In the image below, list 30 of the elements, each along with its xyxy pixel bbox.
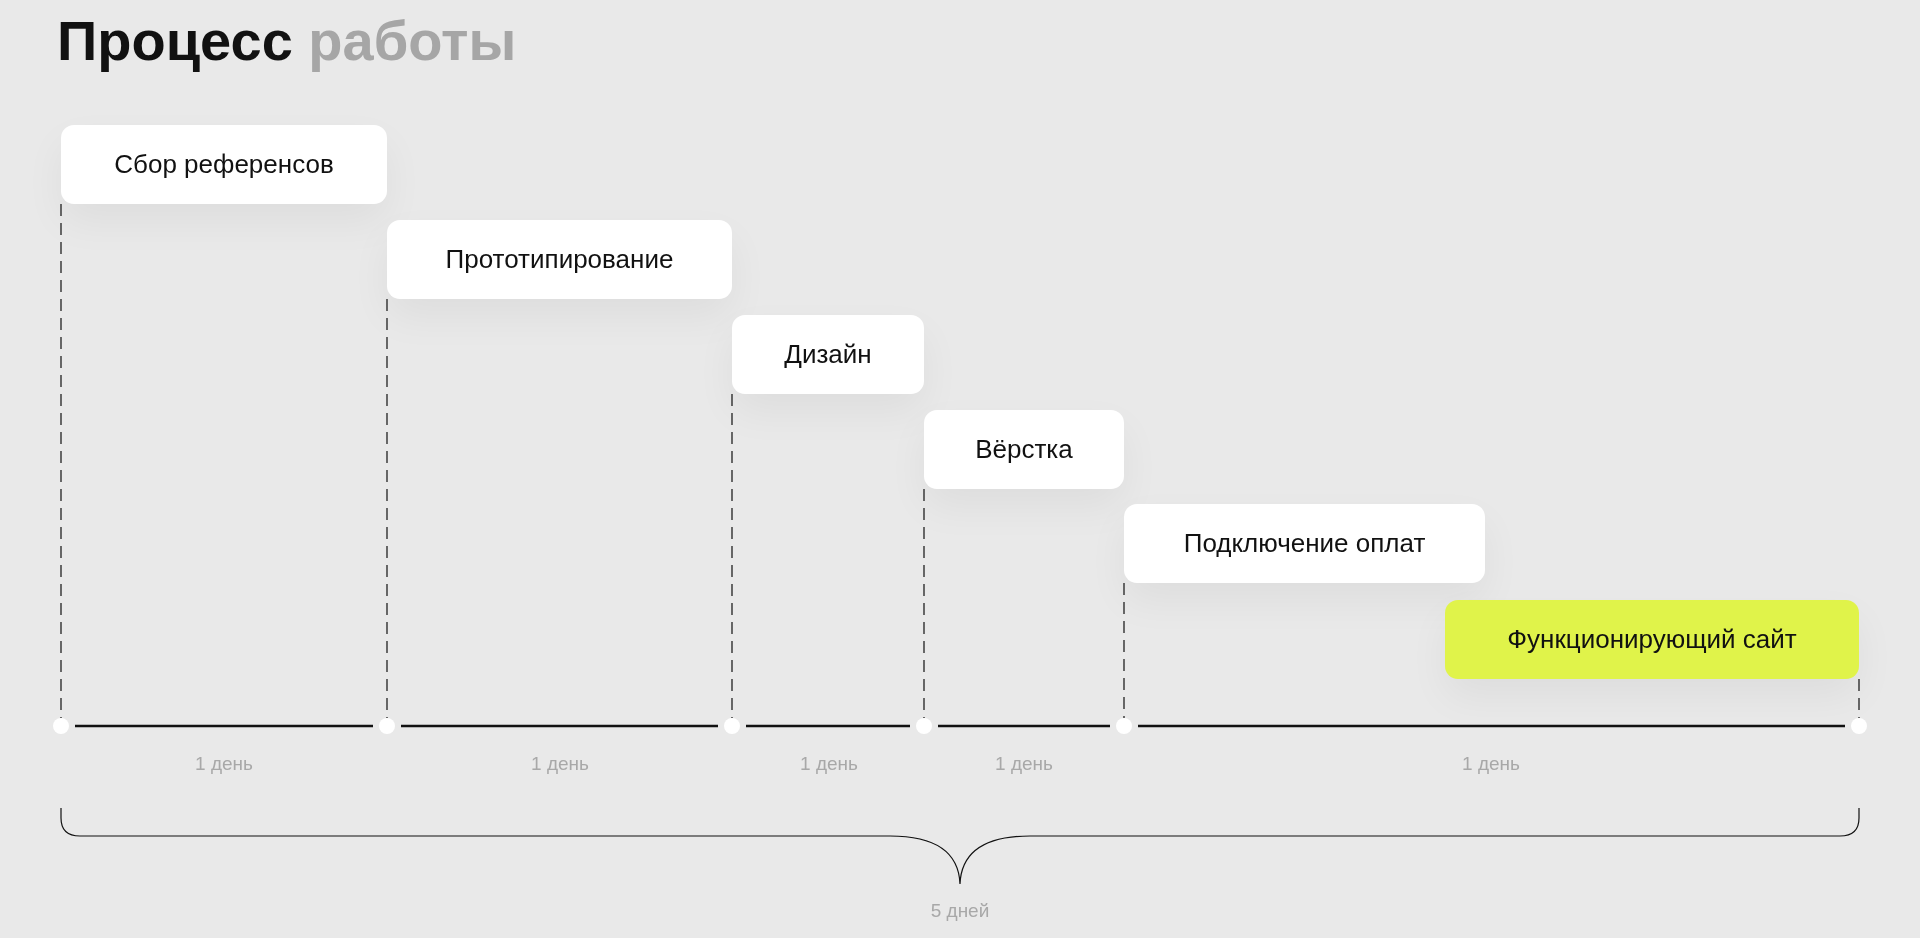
total-duration-label: 5 дней [930,900,990,922]
timeline-dot [916,718,932,734]
timeline-segment [75,724,373,728]
timeline-segment [1138,724,1845,728]
duration-label: 1 день [531,753,589,775]
timeline-segment [746,724,910,728]
duration-label: 1 день [195,753,253,775]
stage-box: Вёрстка [924,410,1124,489]
dashed-guide-line [1858,678,1860,719]
dashed-guide-line [1123,582,1125,719]
dashed-guide-line [923,488,925,719]
duration-label: 1 день [800,753,858,775]
timeline-dot [724,718,740,734]
result-box: Функционирующий сайт [1445,600,1859,679]
stage-box: Сбор референсов [61,125,387,204]
timeline-dot [1116,718,1132,734]
stage-box: Прототипирование [387,220,732,299]
duration-label: 1 день [995,753,1053,775]
timeline-dot [1851,718,1867,734]
timeline-segment [401,724,718,728]
dashed-guide-line [60,203,62,719]
duration-label: 1 день [1462,753,1520,775]
dashed-guide-line [386,298,388,719]
stage-box: Подключение оплат [1124,504,1485,583]
timeline-dot [379,718,395,734]
timeline-segment [938,724,1110,728]
stage-box: Дизайн [732,315,924,394]
page-title: Процесс работы [57,8,517,73]
dashed-guide-line [731,393,733,719]
timeline-dot [53,718,69,734]
